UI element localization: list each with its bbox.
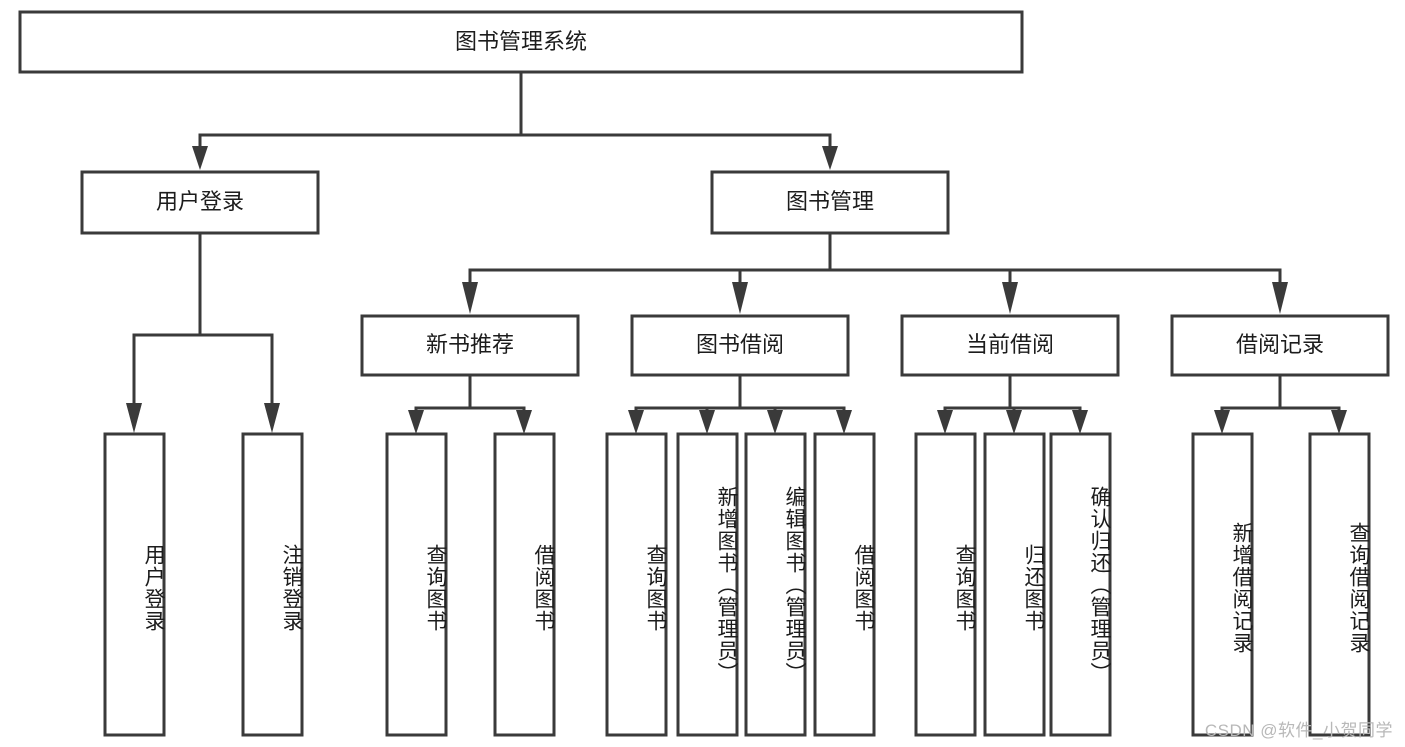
leaf-box-edit-book-admin[interactable] xyxy=(744,432,807,737)
node-label-new-book-recommend: 新书推荐 xyxy=(426,332,514,357)
leaf-box-return-book[interactable] xyxy=(983,432,1046,737)
node-label-book-management: 图书管理 xyxy=(786,189,874,214)
arrow-root-to-bookmgmt xyxy=(822,146,838,170)
leaf-box-query-borrow-record[interactable] xyxy=(1308,432,1371,737)
watermark-text: CSDN @软件_小贺同学 xyxy=(1204,721,1393,740)
arrow-currentborrow-leaf3 xyxy=(1072,410,1088,434)
arrow-to-newbook xyxy=(462,282,478,314)
node-box-current-borrow[interactable] xyxy=(900,314,1120,377)
arrow-root-to-userlogin xyxy=(192,146,208,170)
arrow-userlogin-leaf1 xyxy=(126,403,142,433)
leaf-box-borrow-book-recommend[interactable] xyxy=(493,432,556,737)
leaf-box-query-book-current[interactable] xyxy=(914,432,977,737)
leaf-box-query-book-recommend[interactable] xyxy=(385,432,448,737)
arrow-currentborrow-leaf2 xyxy=(1006,410,1022,434)
arrow-borrowrecord-leaf2 xyxy=(1331,410,1347,434)
connector-group-bookborrow xyxy=(628,373,852,434)
connector-group-userlogin xyxy=(126,231,280,433)
arrow-bookborrow-leaf4 xyxy=(836,410,852,434)
leaf-box-user-login[interactable] xyxy=(103,432,166,737)
connector-group-currentborrow xyxy=(937,373,1088,434)
connector-group-bookmgmt xyxy=(462,231,1288,314)
arrow-newbook-leaf1 xyxy=(408,410,424,434)
node-box-new-book-recommend[interactable] xyxy=(360,314,580,377)
node-box-book-management[interactable] xyxy=(710,170,950,235)
arrow-borrowrecord-leaf1 xyxy=(1214,410,1230,434)
leaf-box-add-borrow-record[interactable] xyxy=(1191,432,1254,737)
connector-group-newbook xyxy=(408,373,532,434)
arrow-to-borrow xyxy=(732,282,748,314)
node-box-user-login[interactable] xyxy=(80,170,320,235)
connector-group-root xyxy=(192,70,838,170)
node-box-root[interactable] xyxy=(18,10,1024,74)
arrow-userlogin-leaf2 xyxy=(264,403,280,433)
leaf-box-confirm-return-admin[interactable] xyxy=(1049,432,1112,737)
arrow-to-record xyxy=(1272,282,1288,314)
arrow-bookborrow-leaf2 xyxy=(699,410,715,434)
node-label-book-borrow: 图书借阅 xyxy=(696,332,784,357)
leaf-box-borrow-book[interactable] xyxy=(813,432,876,737)
arrow-currentborrow-leaf1 xyxy=(937,410,953,434)
leaf-box-logout[interactable] xyxy=(241,432,304,737)
leaf-box-query-book-borrow[interactable] xyxy=(605,432,668,737)
arrow-bookborrow-leaf3 xyxy=(767,410,783,434)
connector-group-borrowrecord xyxy=(1214,373,1347,434)
leaf-box-add-book-admin[interactable] xyxy=(676,432,739,737)
node-label-current-borrow: 当前借阅 xyxy=(966,332,1054,357)
arrow-bookborrow-leaf1 xyxy=(628,410,644,434)
arrow-to-current xyxy=(1002,282,1018,314)
node-label-user-login: 用户登录 xyxy=(156,189,244,214)
node-label-root: 图书管理系统 xyxy=(455,29,587,54)
node-box-borrow-record[interactable] xyxy=(1170,314,1390,377)
node-box-book-borrow[interactable] xyxy=(630,314,850,377)
arrow-newbook-leaf2 xyxy=(516,410,532,434)
node-label-borrow-record: 借阅记录 xyxy=(1236,332,1324,357)
